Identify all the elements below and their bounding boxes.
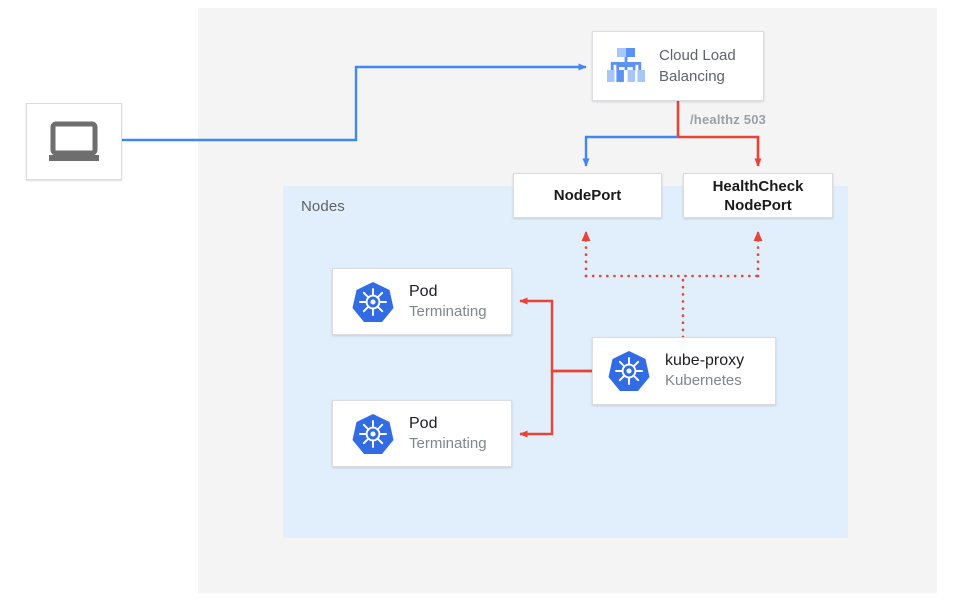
connector-kube-proxy-to-pod-1 xyxy=(519,297,592,373)
connector-client-to-load-balancer xyxy=(122,63,587,142)
pod-card[interactable]: Pod Terminating xyxy=(332,268,512,335)
pod-textblock: Pod Terminating xyxy=(409,282,487,322)
connector-load-balancer-to-nodeport xyxy=(582,135,678,167)
nodeport-label: NodePort xyxy=(553,187,622,204)
kubernetes-icon xyxy=(351,412,395,456)
pod-textblock: Pod Terminating xyxy=(409,414,487,454)
kube-proxy-subtitle: Kubernetes xyxy=(665,372,742,389)
kube-proxy-card[interactable]: kube-proxy Kubernetes xyxy=(592,337,776,405)
healthz-status-label: /healthz 503 xyxy=(690,112,767,127)
nodeport-card[interactable]: NodePort xyxy=(513,173,662,218)
kubernetes-icon xyxy=(351,280,395,324)
nodes-group-label: Nodes xyxy=(301,198,345,215)
kube-proxy-title: kube-proxy xyxy=(665,352,745,369)
laptop-icon xyxy=(47,121,101,163)
cloud-load-balancing-label: Cloud Load Balancing xyxy=(659,47,736,85)
kubernetes-icon xyxy=(607,349,651,393)
pod-title: Pod xyxy=(409,282,438,300)
kube-proxy-textblock: kube-proxy Kubernetes xyxy=(665,351,744,391)
healthcheck-nodeport-label: HealthCheck NodePort xyxy=(712,177,804,214)
pod-title: Pod xyxy=(409,414,438,432)
pod-card[interactable]: Pod Terminating xyxy=(332,400,512,467)
healthcheck-nodeport-card[interactable]: HealthCheck NodePort xyxy=(683,173,833,218)
connector-kube-proxy-to-pod-2 xyxy=(519,369,592,438)
pod-status: Terminating xyxy=(409,302,487,320)
client-card[interactable] xyxy=(26,103,122,180)
connector-load-balancer-to-healthcheck-nodeport xyxy=(678,135,762,167)
cloud-load-balancing-icon xyxy=(605,47,647,85)
pod-status: Terminating xyxy=(409,434,487,452)
cloud-load-balancing-card[interactable]: Cloud Load Balancing xyxy=(592,31,764,101)
